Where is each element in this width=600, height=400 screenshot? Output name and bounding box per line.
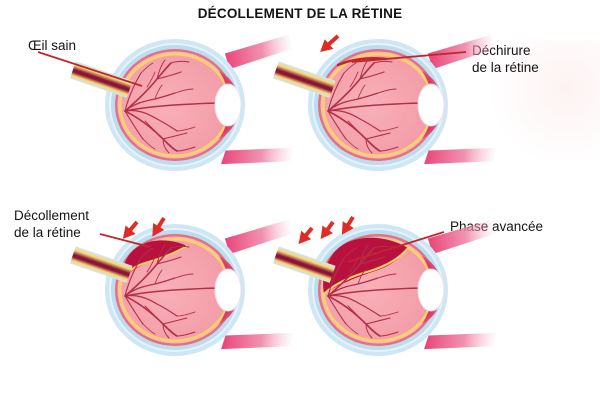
- leader-line-advanced: [347, 231, 445, 263]
- label-retinal-detachment: Décollement de la rétine: [14, 208, 90, 240]
- pressure-arrow-group-detachment: [122, 216, 166, 239]
- page-title: DÉCOLLEMENT DE LA RÉTINE: [197, 6, 403, 21]
- leader-line-tear: [351, 51, 467, 63]
- panel-healthy-eye: [69, 34, 296, 172]
- leader-line-detachment: [99, 233, 151, 248]
- pressure-arrow-group-tear: [320, 34, 340, 53]
- leader-line-healthy: [37, 51, 143, 87]
- detached-retina-edge-large: [323, 247, 409, 295]
- panel-retinal-detachment: [69, 219, 296, 357]
- panel-retinal-tear: [272, 34, 499, 172]
- panel-advanced-phase: [272, 219, 499, 357]
- label-healthy-eye: Œil sain: [28, 38, 77, 53]
- pressure-arrow-group-advanced: [298, 215, 355, 245]
